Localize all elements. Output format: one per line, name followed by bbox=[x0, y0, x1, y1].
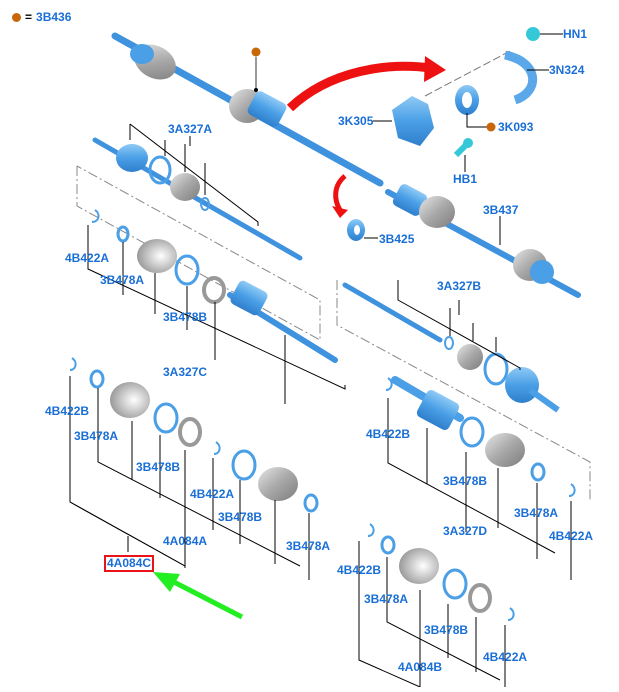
clamp-3b478a-l2[interactable] bbox=[303, 493, 319, 513]
center-bearing[interactable] bbox=[455, 85, 479, 115]
clamp-3b478b[interactable] bbox=[174, 254, 200, 286]
orange-dot-marker bbox=[251, 47, 261, 57]
collar-l[interactable] bbox=[178, 417, 202, 447]
red-arrow-upper bbox=[286, 61, 431, 112]
label-4b422b[interactable]: 4B422B bbox=[337, 563, 382, 577]
boot-r[interactable] bbox=[485, 433, 525, 467]
label-3b478b[interactable]: 3B478B bbox=[443, 474, 488, 488]
clamp-3b478a-l[interactable] bbox=[89, 369, 105, 389]
legend: =3B436 bbox=[12, 11, 71, 24]
label-3b478b[interactable]: 3B478B bbox=[424, 623, 469, 637]
label-3b478a[interactable]: 3B478A bbox=[364, 592, 409, 606]
label-4b422a[interactable]: 4B422A bbox=[483, 650, 528, 664]
label-3b478a[interactable]: 3B478A bbox=[514, 506, 559, 520]
orange-dot-marker bbox=[486, 122, 496, 132]
label-3k305[interactable]: 3K305 bbox=[338, 114, 374, 128]
bearing-bracket[interactable] bbox=[392, 96, 434, 146]
red-arrowhead-lower bbox=[332, 206, 348, 218]
label-4b422b[interactable]: 4B422B bbox=[366, 427, 411, 441]
boot-4a084c[interactable] bbox=[110, 382, 150, 418]
circlip-4b422b[interactable] bbox=[69, 357, 77, 371]
clamp-3b478a[interactable] bbox=[116, 225, 130, 243]
circlip-4b422a[interactable] bbox=[91, 209, 100, 223]
red-arrowhead-upper bbox=[424, 56, 446, 82]
label-3a327d[interactable]: 3A327D bbox=[443, 524, 488, 538]
label-4b422a[interactable]: 4B422A bbox=[549, 529, 594, 543]
clamp-3b478b-b[interactable] bbox=[442, 568, 468, 600]
label-4b422a[interactable]: 4B422A bbox=[190, 487, 235, 501]
circlip-4b422a-l[interactable] bbox=[213, 441, 221, 455]
label-hb1[interactable]: HB1 bbox=[453, 172, 478, 186]
label-hn1[interactable]: HN1 bbox=[563, 27, 588, 41]
oil-seal[interactable] bbox=[347, 219, 365, 241]
label-3b478a[interactable]: 3B478A bbox=[74, 429, 119, 443]
inner-joint-3a327a[interactable] bbox=[92, 137, 303, 261]
green-arrowhead bbox=[153, 572, 180, 592]
driveshaft-top[interactable] bbox=[111, 32, 384, 187]
circlip-4b422b-r[interactable] bbox=[385, 377, 393, 391]
clamp-3b478a-b[interactable] bbox=[380, 535, 396, 555]
outer-joint-3a327b[interactable] bbox=[342, 282, 560, 413]
clamp-3b478b-l2[interactable] bbox=[231, 449, 257, 481]
boot-4a084b[interactable] bbox=[399, 548, 439, 584]
label-4b422a[interactable]: 4B422A bbox=[65, 251, 110, 265]
label-3b478b[interactable]: 3B478B bbox=[163, 310, 208, 324]
legend-part-label[interactable]: 3B436 bbox=[36, 10, 72, 24]
clamp-3b478a-r[interactable] bbox=[530, 462, 546, 482]
label-3k093[interactable]: 3K093 bbox=[498, 120, 534, 134]
circlip-4b422a-b[interactable] bbox=[507, 607, 515, 621]
label-3a327a[interactable]: 3A327A bbox=[168, 122, 213, 136]
hex-nut[interactable] bbox=[526, 27, 540, 41]
legend-equals: = bbox=[25, 10, 33, 24]
red-arrow-lower bbox=[333, 174, 347, 212]
clamp-3b478b-l[interactable] bbox=[153, 402, 179, 434]
bearing-strap[interactable] bbox=[503, 50, 537, 105]
label-3b425[interactable]: 3B425 bbox=[379, 232, 415, 246]
clamp-3b478b-r[interactable] bbox=[459, 416, 485, 448]
inner-shaft-3a327c[interactable] bbox=[227, 279, 338, 363]
hex-bolt[interactable] bbox=[453, 138, 473, 158]
label-4a084a[interactable]: 4A084A bbox=[163, 534, 208, 548]
label-3b478a[interactable]: 3B478A bbox=[286, 539, 331, 553]
label-4a084c-highlighted[interactable]: 4A084C bbox=[103, 555, 155, 572]
label-3b478b[interactable]: 3B478B bbox=[218, 510, 263, 524]
label-3a327c[interactable]: 3A327C bbox=[163, 365, 208, 379]
label-4b422b[interactable]: 4B422B bbox=[45, 404, 90, 418]
boot-4a084a[interactable] bbox=[258, 467, 298, 501]
boot-4a084[interactable] bbox=[137, 239, 177, 273]
label-3b478b[interactable]: 3B478B bbox=[136, 460, 181, 474]
label-3n324[interactable]: 3N324 bbox=[549, 63, 585, 77]
circlip-4b422b-b[interactable] bbox=[367, 523, 375, 537]
collar-b[interactable] bbox=[468, 583, 492, 613]
collar[interactable] bbox=[202, 276, 226, 304]
label-3b437[interactable]: 3B437 bbox=[483, 203, 519, 217]
label-4a084b[interactable]: 4A084B bbox=[398, 660, 443, 674]
label-3a327b[interactable]: 3A327B bbox=[437, 279, 482, 293]
inner-shaft-3a327d[interactable] bbox=[391, 376, 464, 432]
green-arrow bbox=[168, 577, 244, 620]
driveshaft-3b437[interactable] bbox=[385, 182, 581, 298]
label-3b478a[interactable]: 3B478A bbox=[100, 273, 145, 287]
orange-dot-icon bbox=[12, 13, 21, 22]
circlip-4b422a-r[interactable] bbox=[568, 483, 576, 497]
